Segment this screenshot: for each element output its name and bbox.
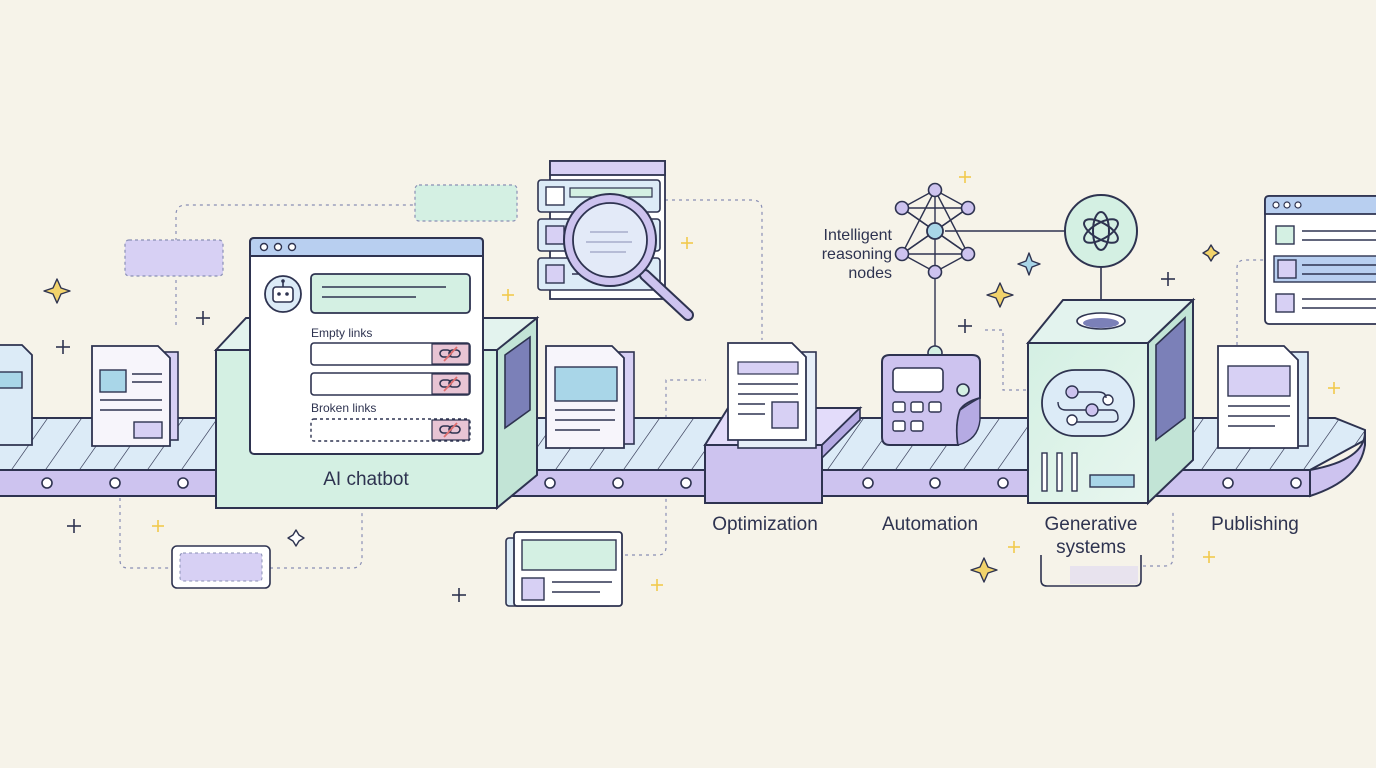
network-node	[894, 182, 976, 280]
robot-avatar-icon	[264, 275, 302, 313]
document-icon	[0, 344, 33, 446]
document-icon	[545, 345, 635, 449]
broken-link-icon	[439, 422, 461, 438]
broken-link-field[interactable]	[310, 418, 471, 442]
broken-links-label: Broken links	[311, 401, 376, 415]
reasoning-label-line1: Intelligent	[824, 227, 893, 244]
openai-logo-icon	[1064, 194, 1138, 268]
neural-network-icon	[901, 189, 1065, 346]
card-icon	[505, 531, 623, 607]
chatbot-title: AI chatbot	[323, 469, 409, 490]
document-icon	[1217, 345, 1309, 449]
placeholder-tag-bottom	[171, 545, 271, 589]
dashed-connectors	[119, 199, 1265, 569]
reasoning-label-line2: reasoning	[822, 246, 892, 263]
placeholder-tag-left	[124, 239, 224, 277]
document-icon	[727, 342, 817, 449]
placeholder-tag-top	[414, 184, 518, 222]
empty-link-field[interactable]	[310, 372, 471, 396]
generative-machine	[1025, 268, 1196, 506]
generative-label-line1: Generative	[1045, 514, 1138, 535]
empty-link-field[interactable]	[310, 342, 471, 366]
reasoning-label-line3: nodes	[848, 265, 892, 282]
magnifier-icon	[563, 193, 694, 321]
plus-mark-icon	[56, 272, 1175, 602]
optimization-label: Optimization	[712, 514, 818, 535]
sparkle-icon	[43, 244, 1220, 583]
sparkle-icon	[287, 252, 1041, 547]
generative-label-line2: systems	[1056, 537, 1126, 558]
plus-mark-icon	[152, 171, 1340, 591]
broken-link-icon	[439, 346, 461, 362]
chat-message-bubble	[310, 273, 471, 314]
publishing-label: Publishing	[1211, 514, 1299, 535]
optimization-station	[703, 406, 863, 504]
output-tray	[1040, 555, 1142, 587]
automation-label: Automation	[882, 514, 978, 535]
published-page-window	[1264, 195, 1376, 325]
document-icon	[91, 345, 179, 447]
empty-links-label: Empty links	[311, 326, 372, 340]
automation-device	[881, 345, 981, 446]
broken-link-icon	[439, 376, 461, 392]
network-hub-node	[926, 222, 944, 240]
